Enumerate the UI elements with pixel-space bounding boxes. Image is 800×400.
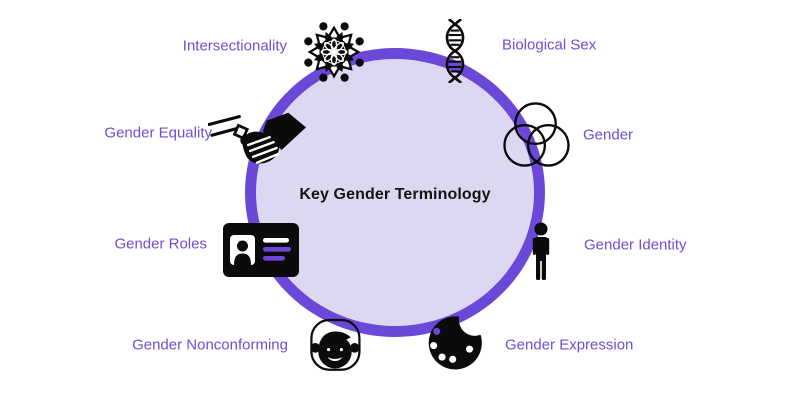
- label-gender-nonconforming: Gender Nonconforming: [132, 336, 288, 354]
- id-card-icon: [222, 222, 300, 278]
- person-icon: [529, 222, 553, 286]
- venn-circles-icon: [503, 102, 570, 167]
- terminology-circle: [245, 48, 545, 337]
- dna-icon: [440, 19, 470, 83]
- mandala-icon: [301, 19, 367, 85]
- diagram-title: Key Gender Terminology: [299, 186, 491, 203]
- label-gender-expression: Gender Expression: [505, 336, 634, 354]
- handshake-icon: [208, 112, 306, 182]
- label-gender-roles: Gender Roles: [114, 235, 207, 253]
- face-icon: [305, 313, 365, 375]
- label-intersectionality: Intersectionality: [182, 37, 287, 55]
- label-gender-equality: Gender Equality: [104, 124, 212, 142]
- label-gender-identity: Gender Identity: [584, 236, 687, 254]
- palette-icon: [427, 307, 489, 370]
- label-biological-sex: Biological Sex: [502, 36, 597, 54]
- label-gender: Gender: [583, 126, 634, 144]
